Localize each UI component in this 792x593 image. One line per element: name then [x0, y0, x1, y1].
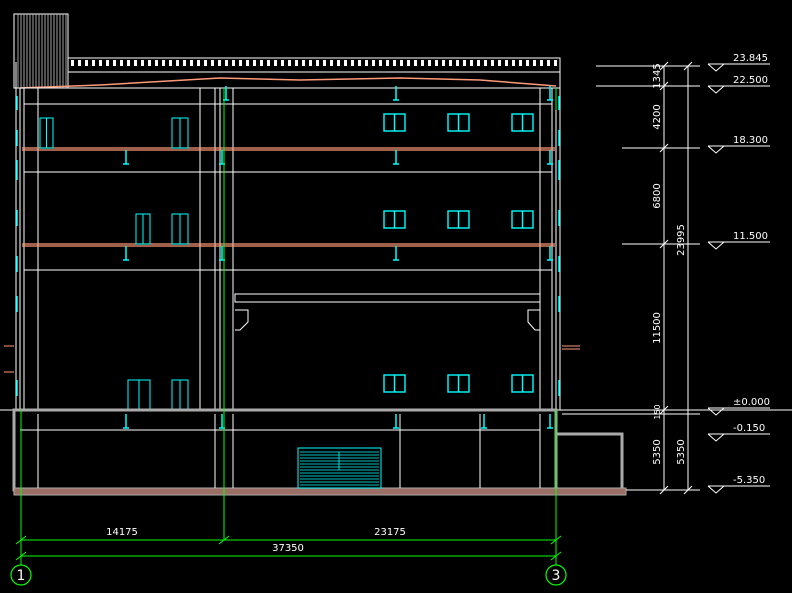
level-markers: 23.845 22.500 18.300 11.500 ±0.000 -0.150 -5.3…	[707, 53, 770, 494]
fixture	[393, 246, 399, 261]
fixture	[393, 86, 399, 101]
vertical-dim-ticks	[659, 61, 693, 495]
dim-total-width: 37350	[272, 543, 304, 554]
level-label: 22.500	[733, 75, 768, 86]
window	[511, 210, 534, 229]
horizontal-dimensions: 14175 23175 37350	[15, 527, 562, 561]
vertical-dim-labels: 1345 4200 6800 11500 150 5350 23995 5350	[652, 63, 687, 464]
windows-group	[383, 113, 534, 393]
level-marker: 22.500	[707, 75, 770, 94]
door	[171, 213, 189, 245]
dim-seg-11500: 11500	[652, 312, 663, 344]
floor-slabs	[22, 147, 555, 247]
window	[511, 374, 534, 393]
fixture	[123, 246, 129, 261]
dim-seg-6800: 6800	[652, 183, 663, 208]
level-label: -5.350	[733, 475, 765, 486]
vertical-dimensions	[562, 65, 700, 491]
foundation-slab	[13, 487, 627, 496]
window	[447, 113, 470, 132]
level-label: -0.150	[733, 423, 765, 434]
grid-axis-3-label: 3	[552, 568, 561, 584]
fixture	[547, 414, 553, 429]
level-label: 11.500	[733, 231, 768, 242]
fixture	[547, 246, 553, 261]
fixture	[393, 150, 399, 165]
basement	[12, 408, 627, 496]
level-marker: 11.500	[707, 231, 770, 250]
fixture	[547, 86, 553, 101]
dim-seg-150: 150	[653, 404, 662, 419]
level-marker: -5.350	[707, 475, 770, 494]
window	[383, 210, 406, 229]
rooftop-equipment	[13, 13, 69, 89]
level-label: ±0.000	[733, 397, 770, 408]
window	[383, 374, 406, 393]
door	[135, 213, 151, 245]
dim-right-span: 23175	[374, 527, 406, 538]
dim-seg-5350: 5350	[652, 439, 663, 464]
level-marker: -0.150	[707, 423, 770, 442]
dim-basement-5350: 5350	[676, 439, 687, 464]
level-marker: ±0.000	[707, 397, 770, 416]
door	[171, 117, 189, 149]
facade-markers	[16, 96, 560, 396]
grid-axis-1-label: 1	[17, 568, 26, 584]
level-marker: 23.845	[707, 53, 770, 72]
window	[447, 210, 470, 229]
grid-axis-1-circle	[10, 564, 32, 586]
dim-left-span: 14175	[106, 527, 138, 538]
fixture	[123, 150, 129, 165]
fixture	[123, 414, 129, 429]
basement-shutter-door	[297, 447, 382, 489]
fixture	[481, 414, 487, 429]
side-attachments	[4, 345, 580, 373]
level-marker: 18.300	[707, 135, 770, 154]
dim-total-23995: 23995	[676, 224, 687, 256]
fixture	[393, 414, 399, 429]
window	[383, 113, 406, 132]
window	[511, 113, 534, 132]
grid-axis-markers: 1 3	[10, 564, 567, 586]
grid-axis-3-circle	[545, 564, 567, 586]
door	[39, 117, 54, 149]
window	[447, 374, 470, 393]
level-label: 23.845	[733, 53, 768, 64]
building-outline	[0, 62, 792, 411]
level-label: 18.300	[733, 135, 768, 146]
dim-seg-4200: 4200	[652, 104, 663, 129]
fixture	[547, 150, 553, 165]
axis-lines	[20, 88, 557, 565]
dim-seg-1345: 1345	[652, 63, 663, 88]
